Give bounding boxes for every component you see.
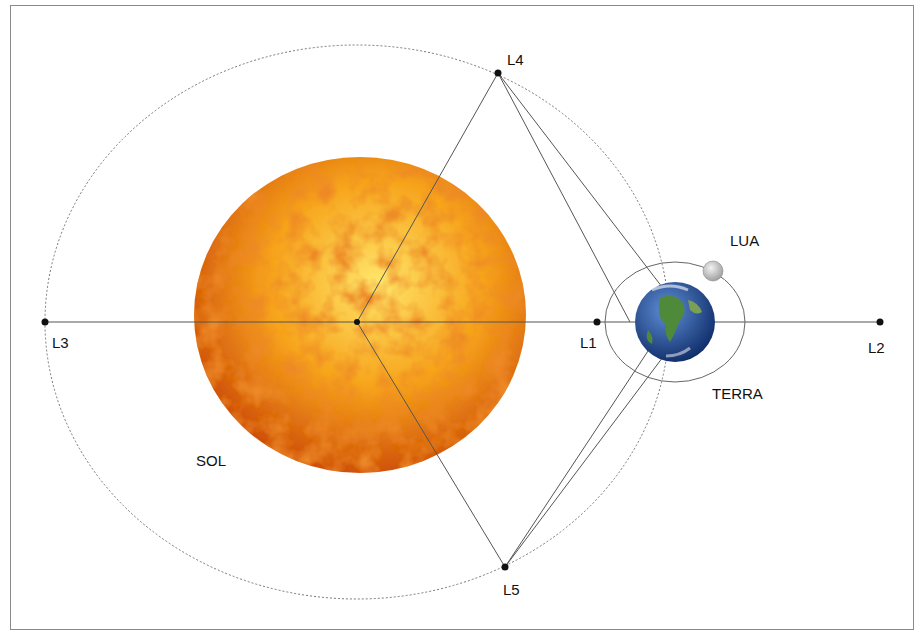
geometry-lines: [45, 73, 880, 567]
point-label: L1: [580, 335, 597, 350]
point-label: L5: [503, 582, 520, 597]
sun: [194, 157, 526, 473]
moon: [703, 261, 723, 281]
point-label: L2: [868, 340, 885, 355]
body-label: LUA: [730, 233, 759, 248]
earth: [635, 282, 715, 362]
lagrange-points: [42, 70, 884, 571]
body-label: TERRA: [712, 386, 763, 401]
frame: [11, 6, 914, 630]
point-label: L4: [507, 52, 524, 67]
point-label: L3: [52, 335, 69, 350]
moon-orbit: [605, 262, 745, 382]
body-label: SOL: [196, 453, 226, 468]
